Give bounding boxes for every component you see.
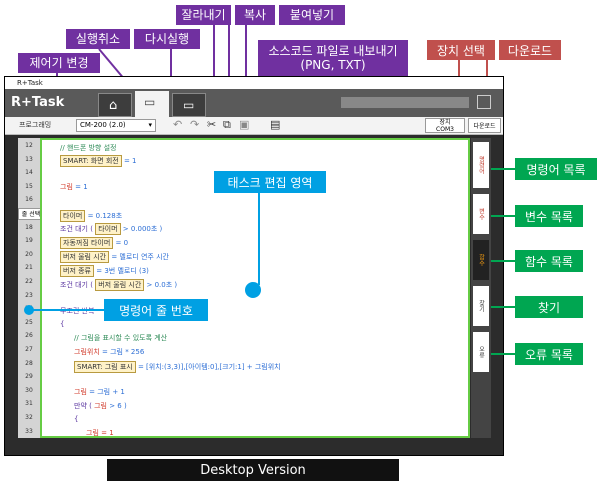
line-number: 26	[25, 332, 33, 340]
redo-callout: 다시실행	[134, 29, 200, 49]
line-number: 14	[25, 169, 33, 177]
paste-callout: 붙여넣기	[279, 5, 345, 25]
line-number: 22	[25, 278, 33, 285]
program-label: 프로그래밍	[19, 121, 52, 129]
monitor-icon: ▭	[144, 95, 156, 109]
line-number: 33	[25, 427, 33, 435]
tab-variables[interactable]: 변수	[473, 194, 489, 234]
export-icon[interactable]: ▤	[270, 118, 281, 131]
line-number: 30	[25, 386, 33, 394]
line-number: 28	[25, 359, 33, 367]
controller-callout: 제어기 변경	[18, 53, 100, 73]
logo: R+Task	[11, 95, 65, 110]
command-list-callout: 명령어 목록	[515, 158, 597, 180]
line-number: 25	[25, 318, 33, 326]
home-icon: ⌂	[109, 98, 118, 113]
line-number: 31	[25, 400, 33, 408]
controller-select[interactable]: CM-200 (2.0)▾	[76, 119, 156, 132]
error-list-callout: 오류 목록	[515, 343, 583, 365]
redo-icon[interactable]: ↷	[190, 118, 200, 131]
top-right-dropdown[interactable]	[341, 97, 469, 108]
undo-callout: 실행취소	[66, 29, 130, 49]
line-select-tool[interactable]: 줄 선택	[18, 208, 44, 220]
tab-commands[interactable]: 명령어	[473, 142, 489, 188]
export-callout: 소스코드 파일로 내보내기 (PNG, TXT)	[258, 40, 408, 76]
motion-tab[interactable]: ▭	[172, 93, 206, 117]
home-tab[interactable]: ⌂	[98, 93, 132, 117]
line-number: 18	[25, 223, 33, 231]
function-list-callout: 함수 목록	[515, 250, 583, 272]
copy-icon[interactable]: ⧉	[223, 118, 231, 131]
device-select-callout: 장치 선택	[427, 40, 495, 60]
line-number: 27	[25, 346, 33, 353]
edit-area-marker	[245, 282, 261, 298]
line-numbers-callout: 명령어 줄 번호	[104, 299, 208, 321]
tab-bar: R+Task ⌂ ▭ ▭	[5, 89, 503, 117]
task-edit-area-callout: 태스크 편집 영역	[214, 171, 326, 193]
motion-icon: ▭	[183, 98, 195, 112]
title-bar: R+Task	[5, 77, 503, 89]
chevron-down-icon: ▾	[148, 121, 152, 129]
line-number: 29	[25, 373, 33, 381]
cut-icon[interactable]: ✂	[207, 118, 217, 131]
paste-icon[interactable]: ▣	[239, 118, 250, 131]
variable-list-callout: 변수 목록	[515, 205, 583, 227]
tab-functions[interactable]: 함수	[473, 240, 489, 280]
line-number: 15	[25, 182, 33, 190]
copy-callout: 복사	[235, 5, 275, 25]
download-button[interactable]: 다운로드	[468, 118, 501, 133]
task-tab[interactable]: ▭	[135, 91, 169, 117]
cut-callout: 잘라내기	[176, 5, 231, 25]
find-callout: 찾기	[515, 296, 583, 318]
line-number: 12	[25, 142, 33, 149]
line-number: 16	[25, 196, 33, 204]
undo-icon[interactable]: ↶	[173, 118, 183, 131]
line-number: 32	[25, 414, 33, 421]
line-number: 23	[25, 291, 33, 299]
save-icon[interactable]	[477, 95, 491, 109]
tab-find[interactable]: 찾기	[473, 286, 489, 326]
line-number: 19	[25, 237, 33, 245]
line-number: 13	[25, 155, 33, 163]
caption: Desktop Version	[107, 459, 399, 481]
line-number-gutter: 1213141516171819202122232425262728293031…	[18, 138, 40, 438]
tab-errors[interactable]: 오류	[473, 332, 489, 372]
line-number-marker	[24, 305, 34, 315]
line-number: 20	[25, 250, 33, 258]
line-number: 21	[25, 264, 33, 272]
download-callout: 다운로드	[499, 40, 561, 60]
